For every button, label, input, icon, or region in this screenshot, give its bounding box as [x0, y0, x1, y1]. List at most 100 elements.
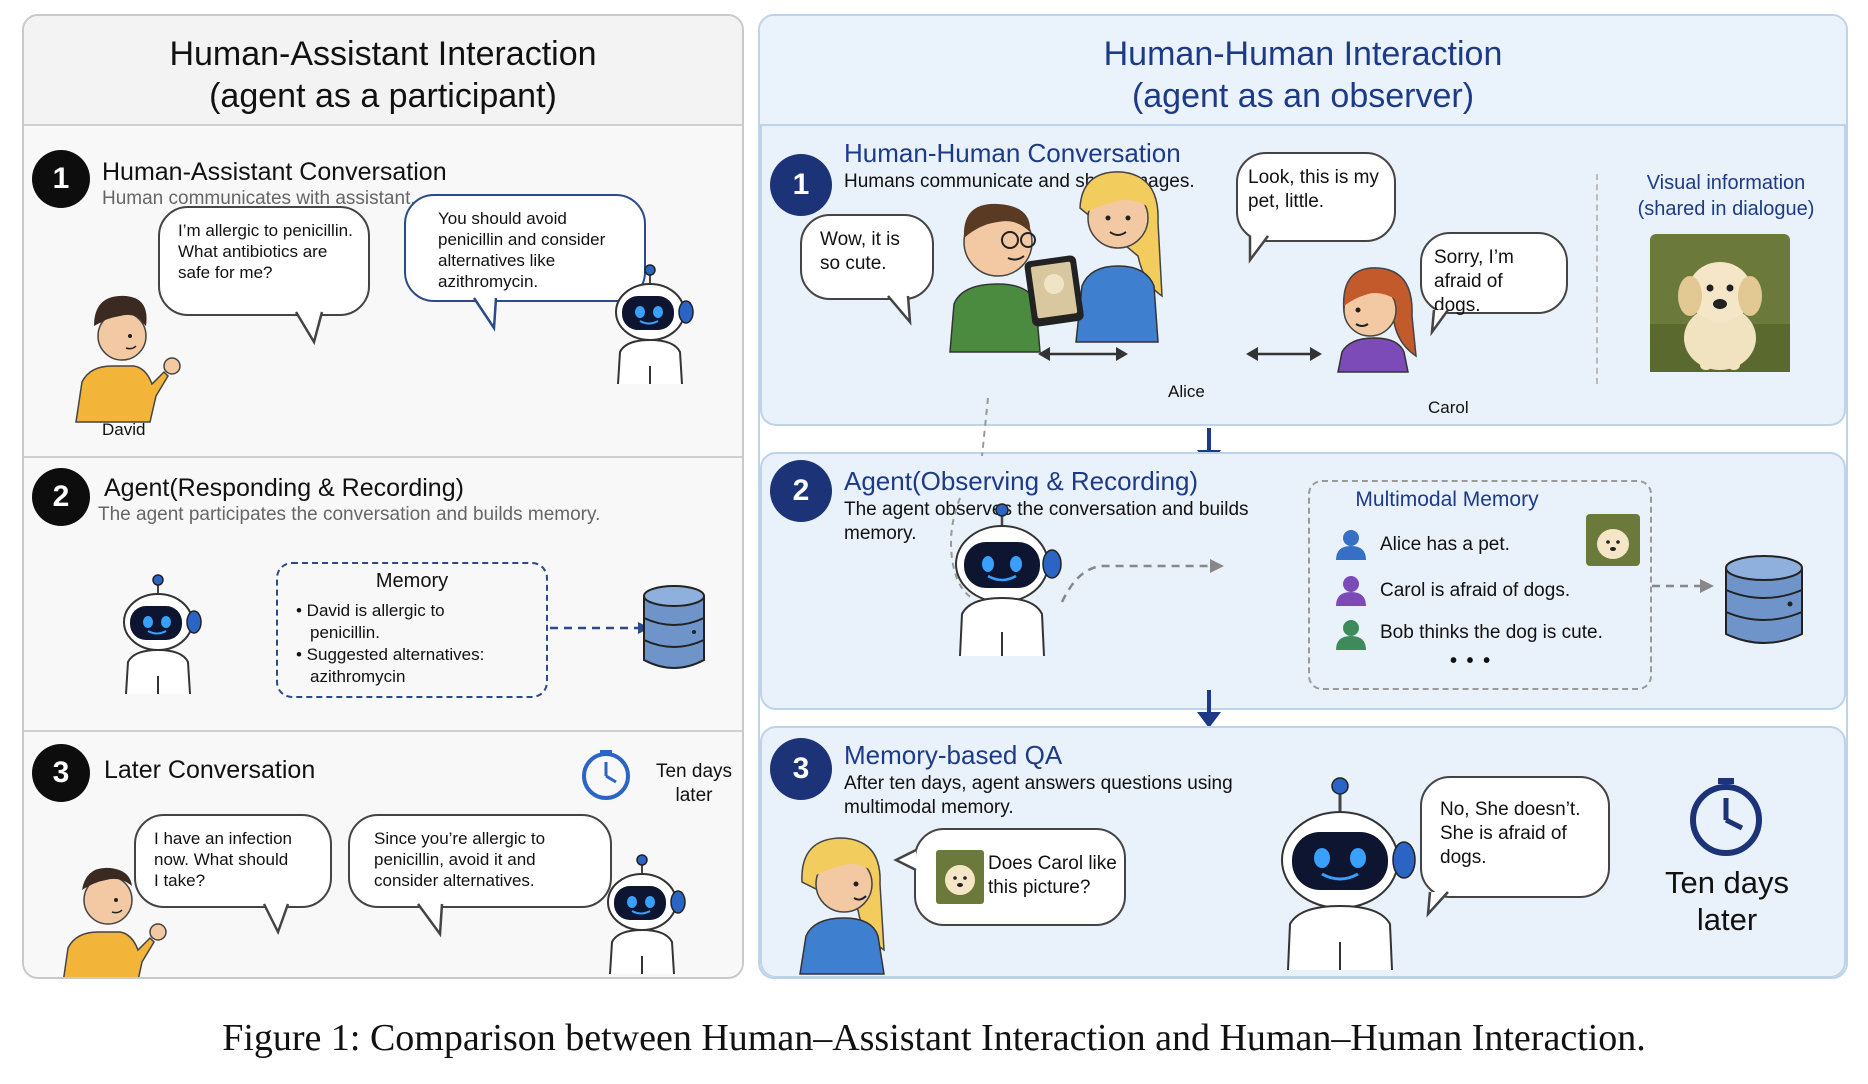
bubble-line: No, She doesn’t.: [1440, 799, 1581, 820]
section-title: Agent(Responding & Recording): [104, 474, 464, 502]
user-icon-blue: [1336, 530, 1366, 560]
subtitle-line: memory.: [844, 523, 917, 544]
memory-item: Bob thinks the dog is cute.: [1380, 622, 1603, 643]
bubble-line: She is afraid of: [1440, 823, 1567, 844]
bubble-tail: [1248, 235, 1269, 264]
memory-box: Memory • David is allergic to penicillin…: [276, 562, 548, 698]
memory-title: Memory: [375, 570, 449, 592]
memory-item: penicillin.: [310, 623, 380, 642]
left-section-3: 3 Later Conversation Ten days later I ha…: [24, 732, 742, 977]
bubble-tail: [262, 903, 290, 936]
memory-item: Alice has a pet.: [1380, 534, 1510, 555]
left-panel-title-line1: Human-Assistant Interaction: [169, 35, 597, 73]
database-icon: [1725, 555, 1803, 644]
bob-speech-bubble: Wow, it is so cute.: [800, 214, 934, 300]
bubble-tail: [416, 903, 444, 938]
right-panel: Human-Human Interaction (agent as an obs…: [758, 14, 1848, 979]
left-section-1: 1 Human-Assistant Conversation Human com…: [24, 126, 742, 458]
visual-info-line: Visual information: [1646, 172, 1806, 194]
bubble-line: consider alternatives.: [374, 871, 535, 890]
right-panel-header: Human-Human Interaction (agent as an obs…: [760, 16, 1846, 126]
bubble-line: penicillin and consider: [438, 230, 606, 249]
dashed-connector: [981, 397, 989, 457]
step-2-badge: 2: [32, 468, 90, 526]
section-subtitle: After ten days, agent answers questions …: [844, 772, 1233, 820]
bubble-line: Wow, it is: [820, 229, 900, 250]
memory-item: Carol is afraid of dogs.: [1380, 580, 1571, 601]
alice-person-icon: [799, 837, 885, 975]
alice-speech-bubble: Look, this is my pet, little.: [1236, 152, 1396, 242]
left-panel-header: Human-Assistant Interaction (agent as a …: [24, 16, 742, 126]
bubble-line: penicillin, avoid it and: [374, 850, 536, 869]
left-panel-title-line2: (agent as a participant): [209, 77, 557, 115]
david-person-icon: [75, 295, 181, 423]
puppy-thumbnail: [1586, 514, 1640, 566]
bubble-line: I have an infection: [154, 829, 292, 848]
bubble-line: azithromycin.: [438, 272, 539, 291]
step-1-badge: 1: [32, 150, 90, 208]
memory-item: azithromycin: [310, 667, 406, 686]
right-section-2: 2 Agent(Observing & Recording) The agent…: [760, 452, 1846, 728]
dashed-arrow: [1060, 559, 1224, 603]
robot-agent-icon: [607, 854, 686, 975]
clock-icon: [1690, 778, 1762, 856]
bubble-tail: [1430, 309, 1450, 337]
step-2-badge: 2: [770, 460, 832, 522]
down-arrow: [1197, 690, 1221, 728]
section-title: Agent(Observing & Recording): [844, 466, 1199, 496]
section-subtitle: The agent participates the conversation …: [98, 504, 601, 525]
ellipsis: • • •: [1450, 650, 1493, 672]
step-3-badge: 3: [770, 738, 832, 800]
agent-speech-bubble: Since you’re allergic to penicillin, avo…: [348, 814, 612, 908]
right-section-1: 1 Human-Human Conversation Humans commun…: [760, 126, 1846, 466]
user-speech-bubble: I have an infection now. What should I t…: [134, 814, 332, 908]
bubble-tail: [294, 311, 324, 346]
user-speech-bubble: I’m allergic to penicillin. What antibio…: [158, 206, 370, 316]
database-icon: [643, 585, 705, 669]
alice-person-icon: [1024, 171, 1163, 343]
bubble-line: Since you’re allergic to: [374, 829, 546, 848]
bubble-tail: [893, 848, 917, 872]
bubble-line: Look, this is my: [1248, 167, 1379, 188]
dashed-arrow: [1652, 579, 1714, 593]
right-panel-title-line2: (agent as an observer): [1131, 77, 1475, 115]
subtitle-line: multimodal memory.: [844, 797, 1014, 818]
bubble-tail: [1426, 891, 1449, 918]
double-arrow: [1038, 347, 1128, 361]
figure-caption: Figure 1: Comparison between Human–Assis…: [222, 1017, 1646, 1059]
section-title: Human-Human Conversation: [844, 138, 1181, 168]
time-label: Ten days later: [644, 760, 742, 808]
bubble-tail: [887, 295, 912, 326]
section-subtitle: The agent observes the conversation and …: [844, 498, 1249, 546]
bubble-line: You should avoid: [438, 209, 567, 228]
alice-label: Alice: [1168, 382, 1205, 401]
section-title: Memory-based QA: [844, 740, 1063, 770]
section-title: Later Conversation: [104, 756, 316, 784]
bob-person-icon: [949, 203, 1041, 353]
bubble-line: dogs.: [1440, 847, 1487, 868]
robot-agent-icon: [950, 497, 1062, 657]
visual-info-line: (shared in dialogue): [1637, 198, 1815, 220]
user-icon-purple: [1336, 576, 1366, 606]
step-3-badge: 3: [32, 744, 90, 802]
time-label: Ten days later: [1642, 864, 1812, 938]
carol-person-icon: [1337, 267, 1417, 373]
bubble-line: I’m allergic to penicillin.: [178, 221, 353, 240]
section-title: Human-Assistant Conversation: [102, 158, 447, 186]
robot-agent-icon: [615, 264, 694, 385]
bubble-line: so cute.: [820, 253, 887, 274]
visual-info-label: Visual information (shared in dialogue): [1606, 170, 1846, 222]
answer-speech-bubble: No, She doesn’t. She is afraid of dogs.: [1420, 776, 1610, 898]
subtitle-line: The agent observes the conversation and …: [844, 499, 1249, 520]
bubble-line: now. What should: [154, 850, 289, 869]
memory-item: • David is allergic to: [296, 601, 445, 620]
time-label-line: later: [675, 785, 713, 806]
left-section-2: 2 Agent(Responding & Recording) The agen…: [24, 458, 742, 732]
divider: [1596, 174, 1598, 384]
puppy-thumbnail: [936, 850, 984, 904]
double-arrow: [1246, 347, 1322, 361]
bubble-line: Sorry, I’m: [1434, 247, 1514, 268]
david-label: David: [102, 420, 146, 439]
user-icon-green: [1336, 620, 1366, 650]
multimodal-memory-box: Multimodal Memory Alice has a pet. Carol…: [1308, 480, 1652, 690]
